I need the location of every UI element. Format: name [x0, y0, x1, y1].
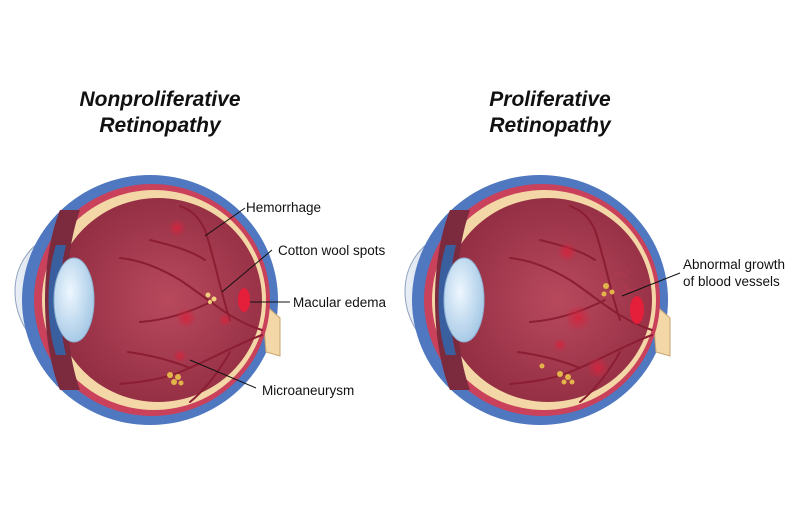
label-hemorrhage: Hemorrhage: [246, 200, 322, 215]
right-hemorrhage-4: [553, 338, 567, 352]
right-lens: [443, 257, 485, 343]
left-eye: [14, 175, 290, 425]
label-macular-edema: Macular edema: [293, 295, 387, 310]
right-leader-lines: [621, 272, 681, 297]
label-abnormal-growth-line1: Abnormal growth: [683, 257, 786, 272]
left-title-line2: Retinopathy: [99, 114, 221, 137]
label-cotton-wool-spots: Cotton wool spots: [278, 243, 386, 258]
label-microaneurysm: Microaneurysm: [262, 383, 355, 398]
label-abnormal-growth-line2: of blood vessels: [683, 274, 780, 289]
left-hemorrhage-1: [168, 219, 186, 237]
left-cotton-wool-spots: [205, 292, 217, 304]
left-title: Nonproliferative Retinopathy: [60, 87, 260, 139]
right-exudate-dots: [539, 283, 615, 385]
left-leader-lines: [189, 207, 290, 389]
right-hemorrhage-2: [565, 305, 591, 331]
right-title-line1: Proliferative: [489, 88, 611, 111]
right-macular-edema: [630, 296, 644, 324]
right-title: Proliferative Retinopathy: [450, 87, 650, 139]
left-microaneurysm-dots: [167, 372, 184, 386]
right-hemorrhage-1: [557, 242, 577, 262]
right-title-line2: Retinopathy: [489, 114, 611, 137]
left-hemorrhage-4: [173, 349, 187, 363]
left-hemorrhage-2: [176, 308, 196, 328]
left-macular-edema: [238, 288, 250, 312]
left-title-line1: Nonproliferative: [79, 88, 241, 111]
right-eye: [404, 175, 681, 425]
left-hemorrhage-3: [218, 313, 232, 327]
right-hemorrhage-3: [587, 357, 609, 379]
left-lens: [53, 257, 95, 343]
